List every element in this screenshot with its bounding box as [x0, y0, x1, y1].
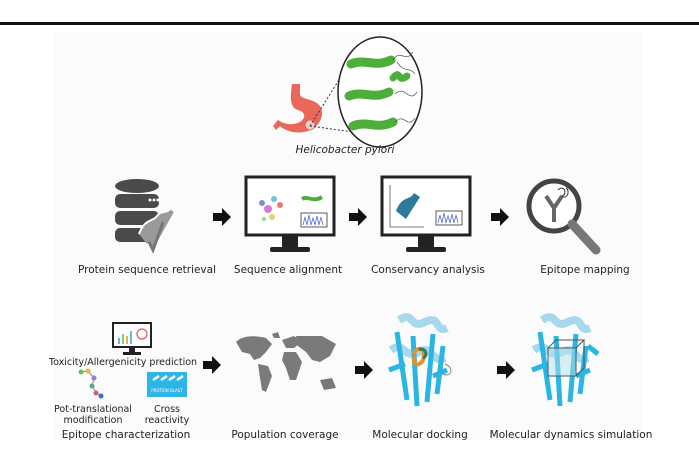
cross-label-line2: reactivity — [144, 415, 190, 426]
bacteria-magnified-icon — [337, 36, 423, 148]
toxicity-monitor-icon — [112, 322, 152, 355]
world-map-icon — [236, 332, 336, 392]
database-icon — [115, 179, 177, 254]
step-label-epitope-mapping: Epitope mapping — [540, 264, 630, 276]
arrow-right-icon — [497, 361, 515, 379]
ptm-label-line1: Pot-translational — [54, 404, 132, 415]
cross-label-line1: Cross — [153, 404, 181, 415]
arrow-right-icon — [349, 208, 367, 226]
step-label-population-coverage: Population coverage — [231, 429, 339, 441]
step-label-molecular-dynamics-simulation: Molecular dynamics simulation — [489, 429, 653, 441]
arrow-right-icon — [355, 361, 373, 379]
protein-md-icon — [531, 313, 600, 407]
step-label-protein-sequence-retrieval: Protein sequence retrieval — [77, 264, 217, 276]
cross-reactivity-blast-icon: PROTEIN BLAST — [147, 372, 187, 397]
top-rule — [0, 22, 699, 25]
blast-text: PROTEIN BLAST — [151, 388, 183, 393]
step-label-conservancy-analysis: Conservancy analysis — [371, 264, 485, 276]
monitor-conservancy-icon — [380, 175, 472, 252]
monitor-alignment-icon — [244, 175, 336, 252]
ptm-chain-icon — [78, 368, 104, 399]
protein-docking-icon — [388, 313, 452, 407]
arrow-right-icon — [213, 208, 231, 226]
arrow-right-icon — [491, 208, 509, 226]
arrow-right-icon — [203, 356, 221, 374]
magnifier-antibody-icon — [526, 178, 601, 255]
toxicity-label: Toxicity/Allergenicity prediction — [48, 357, 198, 368]
step-label-sequence-alignment: Sequence alignment — [233, 264, 343, 276]
organism-label: Helicobacter pylori — [295, 144, 395, 156]
ptm-label-line2: modification — [63, 415, 123, 426]
step-label-molecular-docking: Molecular docking — [372, 429, 468, 441]
step-label-epitope-characterization: Epitope characterization — [61, 429, 191, 441]
